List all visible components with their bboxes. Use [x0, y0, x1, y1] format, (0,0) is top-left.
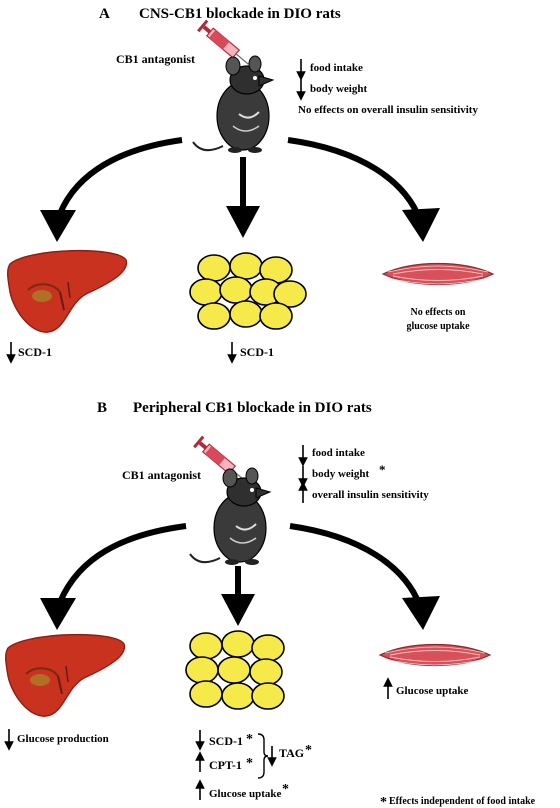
adipose-tissue-icon	[185, 630, 285, 710]
panel-b-tag-star: *	[305, 743, 312, 758]
footnote-text: Effects independent of food intake	[389, 796, 536, 807]
panel-a-muscle-effect-1: No effects on	[411, 307, 466, 318]
muscle-icon	[378, 643, 492, 667]
panel-b-muscle-effect: Glucose uptake	[396, 685, 469, 697]
panel-b-adipose-effect-scd1-star: *	[246, 732, 253, 747]
panel-b-effect-body-weight-star: *	[379, 462, 386, 477]
panel-a-title: CNS-CB1 blockade in DIO rats	[139, 6, 341, 22]
panel-b-adipose-effect-cpt1: CPT-1	[209, 758, 242, 772]
panel-b-tag-label: TAG	[279, 746, 304, 760]
panel-a-muscle-effect-2: glucose uptake	[406, 321, 470, 332]
panel-b-arrows	[40, 523, 440, 630]
syringe-icon	[197, 19, 249, 65]
panel-a-effect-food-intake: food intake	[310, 62, 363, 74]
panel-b-adipose-effect-glucose: Glucose uptake	[209, 788, 282, 800]
muscle-icon	[381, 262, 495, 286]
rat-icon	[189, 467, 272, 565]
panel-a-adipose-effect: SCD-1	[240, 345, 274, 359]
panel-a-effect-insulin: No effects on overall insulin sensitivit…	[298, 104, 478, 116]
footnote-star: *	[380, 795, 387, 808]
rat-icon	[192, 55, 275, 153]
liver-icon	[5, 633, 126, 717]
panel-b-letter: B	[97, 400, 107, 416]
panel-a-effects: food intake body weight No effects on ov…	[296, 59, 478, 116]
panel-b-adipose-effect-cpt1-star: *	[246, 756, 253, 771]
panel-b-effect-body-weight: body weight	[312, 468, 369, 480]
panel-b-title: Peripheral CB1 blockade in DIO rats	[133, 400, 372, 416]
footnote: * Effects independent of food intake	[380, 795, 536, 808]
panel-b-effect-food-intake: food intake	[312, 447, 365, 459]
adipose-tissue-icon	[189, 252, 307, 330]
panel-b-effect-insulin: overall insulin sensitivity	[312, 489, 429, 501]
panel-b-antagonist-label: CB1 antagonist	[122, 468, 201, 482]
panel-a-effect-body-weight: body weight	[310, 83, 367, 95]
panel-b-effects: food intake body weight * overall insuli…	[298, 445, 429, 503]
panel-b-adipose-effect-scd1: SCD-1	[209, 734, 243, 748]
bracket	[257, 733, 269, 779]
panel-a-arrows	[40, 137, 440, 242]
liver-icon	[7, 249, 128, 333]
panel-a-liver-effect: SCD-1	[18, 345, 52, 359]
panel-b-adipose-effect-glucose-star: *	[282, 782, 289, 797]
panel-a-antagonist-label: CB1 antagonist	[116, 52, 195, 66]
panel-a-letter: A	[99, 6, 110, 22]
panel-a: A CNS-CB1 blockade in DIO rats CB1 antag…	[6, 6, 495, 364]
panel-b-liver-effect: Glucose production	[17, 733, 109, 745]
panel-b: B Peripheral CB1 blockade in DIO rats CB…	[4, 400, 492, 800]
